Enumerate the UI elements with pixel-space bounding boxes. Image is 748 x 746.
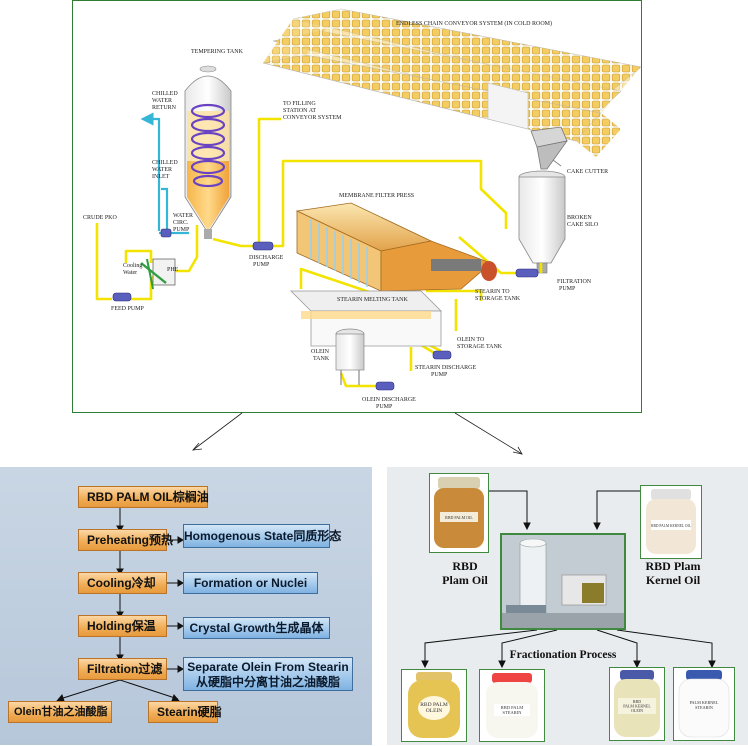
photo-rbd-palm-oil: RBD PALM OIL	[429, 473, 489, 553]
tempering-tank	[184, 65, 232, 239]
result-homogenous-state: Homogenous State同质形态	[183, 524, 341, 548]
separate-line-2: 从硬脂中分离甘油之油酸脂	[195, 675, 340, 689]
photo-rbd-palm-kernel-oil: RBD PALM KERNEL OIL	[640, 485, 702, 559]
olein-discharge-pump	[375, 381, 395, 391]
jar-label-rbd-palm: RBD PALM OIL	[445, 515, 473, 520]
product-connectors	[421, 490, 716, 669]
output-olein: Olein甘油之油酸脂	[8, 701, 112, 723]
membrane-filter-press	[295, 202, 497, 292]
flowchart-connectors	[55, 507, 184, 702]
label-tempering-tank: TEMPERING TANK	[191, 49, 244, 55]
broken-cake-silo	[518, 170, 566, 274]
process-diagram-panel: ENDLESS CHAIN CONVEYOR SYSTEM (IN COLD R…	[72, 0, 642, 413]
jar-label-rbd-kernel: RBD PALM KERNEL OIL	[651, 524, 691, 528]
discharge-pump	[252, 241, 274, 251]
label-cake-cutter: CAKE CUTTER	[567, 169, 608, 175]
water-circ-pump	[160, 228, 172, 238]
label-membrane-filter-press: MEMBRANE FILTER PRESS	[339, 193, 414, 199]
result-crystal-growth: Crystal Growth生成晶体	[183, 617, 330, 639]
stearin-melting-tank	[290, 290, 442, 347]
stearin-discharge-pump	[432, 350, 452, 360]
label-crude-pko: CRUDE PKO	[83, 215, 118, 221]
olein-tank	[335, 328, 365, 385]
label-phe: PHE	[167, 267, 179, 273]
filtration-pump	[515, 268, 539, 278]
step-cooling: Cooling冷却	[78, 572, 167, 594]
phe-exchanger	[140, 258, 176, 290]
feed-pump	[112, 292, 132, 302]
label-conveyor: ENDLESS CHAIN CONVEYOR SYSTEM (IN COLD R…	[396, 20, 552, 27]
step-filtration: Filtration过滤	[78, 658, 167, 680]
process-diagram: ENDLESS CHAIN CONVEYOR SYSTEM (IN COLD R…	[83, 8, 642, 410]
separate-line-1: Separate Olein From Stearin	[187, 660, 349, 674]
label-fractionation-process: Fractionation Process	[509, 649, 617, 661]
result-separate-olein: Separate Olein From Stearin 从硬脂中分离甘油之油酸脂	[183, 657, 353, 691]
conveyor-system	[262, 8, 642, 167]
pumps	[112, 228, 539, 391]
step-preheating: Preheating预热	[78, 529, 173, 551]
diagram-labels: ENDLESS CHAIN CONVEYOR SYSTEM (IN COLD R…	[83, 20, 608, 410]
fractionation-flowchart: RBD PALM OIL棕榈油 Preheating预热 Cooling冷却 H…	[0, 467, 372, 745]
result-formation-nuclei: Formation or Nuclei	[183, 572, 318, 594]
step-holding: Holding保温	[78, 615, 167, 637]
step-rbd-palm-oil: RBD PALM OIL棕榈油	[78, 486, 209, 508]
photo-fractionation-plant	[500, 533, 626, 630]
cake-cutter	[530, 126, 568, 170]
output-stearin: Stearin硬脂	[148, 701, 222, 723]
label-stearin-melting-tank: STEARIN MELTING TANK	[337, 297, 409, 303]
label-feed-pump: FEED PUMP	[111, 306, 145, 312]
